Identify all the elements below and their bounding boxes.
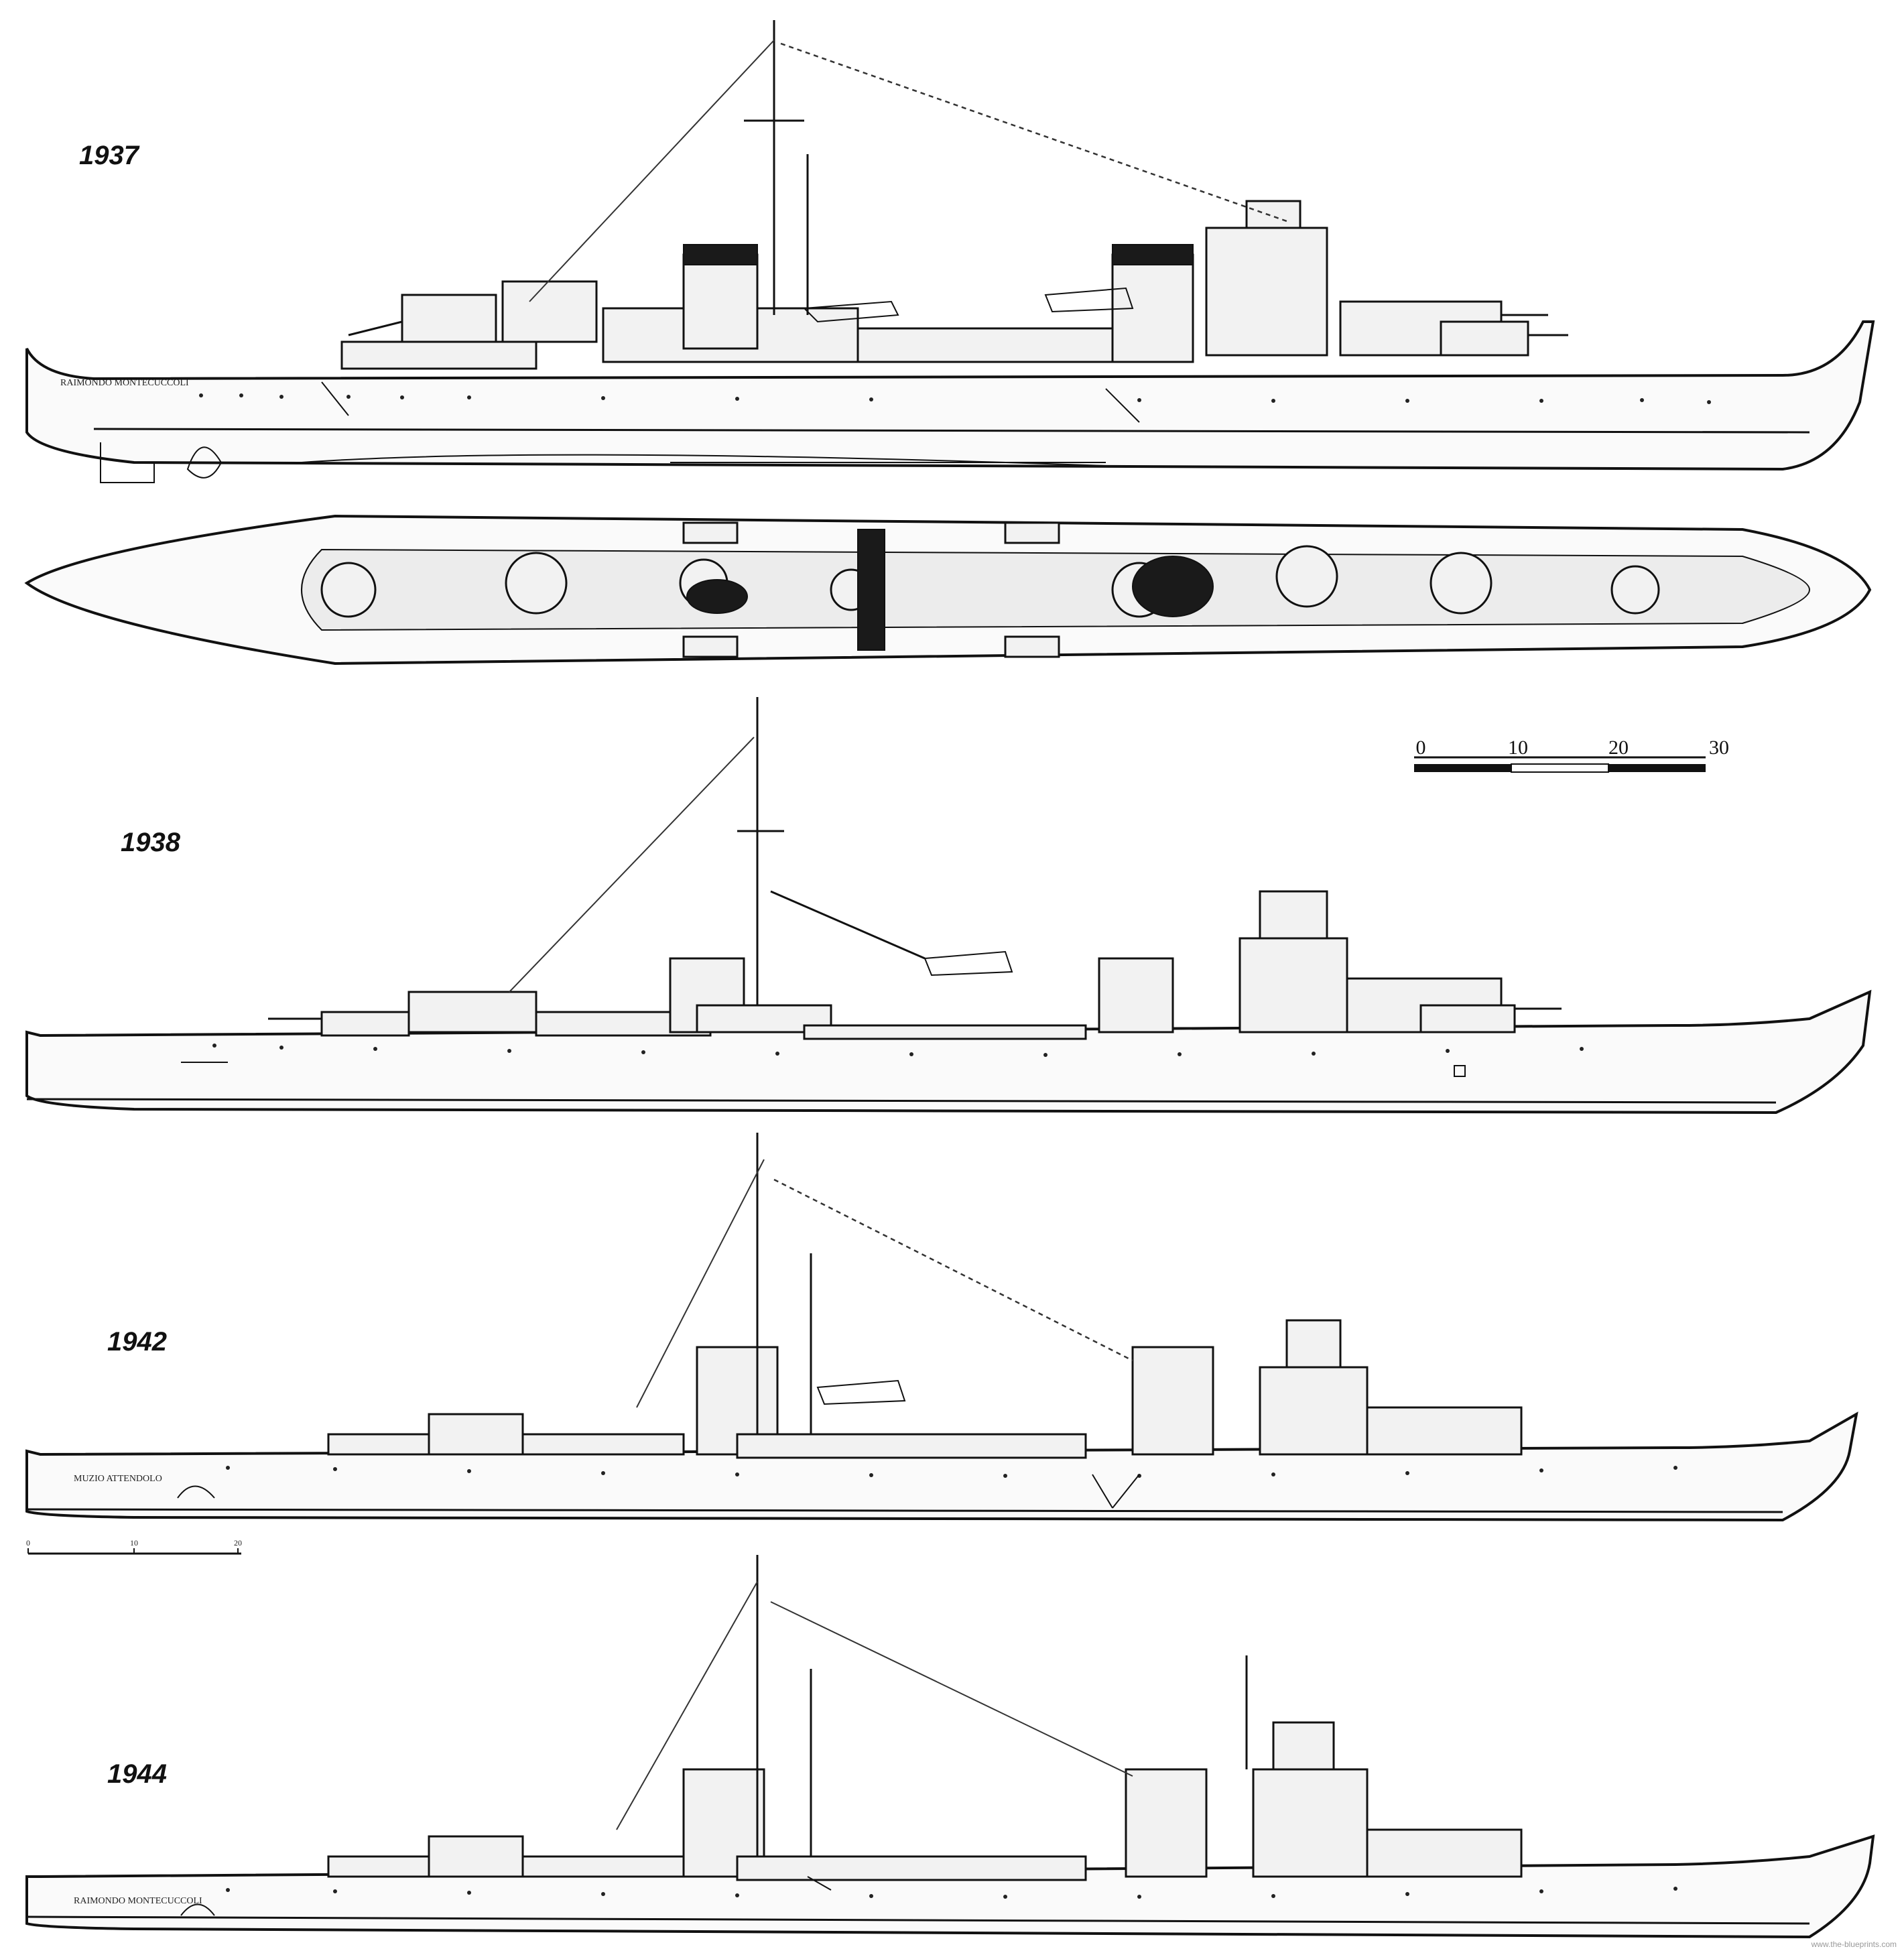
- plan-turret-4-1937: [320, 562, 377, 618]
- hull-name-1937: RAIMONDO MONTECUCCOLI: [60, 378, 189, 388]
- director-1938: [1259, 890, 1328, 940]
- turret-aft-superfiring-1944: [428, 1835, 524, 1878]
- aft-deckhouse-1942: [521, 1433, 685, 1456]
- plan-1937: [24, 514, 1872, 666]
- antenna-1937: [780, 42, 1287, 223]
- rudder-1937: [100, 442, 155, 483]
- waist-1944: [736, 1855, 1087, 1881]
- year-label-1937: 1937: [79, 141, 140, 170]
- hull-name-1944: RAIMONDO MONTECUCCOLI: [74, 1896, 202, 1906]
- turret-aft-superfiring-1938: [407, 991, 537, 1033]
- profile-1942: 1942 MUZIO ATTENDOLO: [25, 1133, 1858, 1522]
- seaplane-aft-1937: [802, 300, 899, 323]
- waterline-1944: [26, 1915, 1810, 1925]
- turret-fore-1938: [1419, 1004, 1516, 1033]
- profile-1937: 1937 RAIMONDO MONTECUCCOLI: [25, 20, 1875, 483]
- turret-aft-1938: [320, 1011, 410, 1037]
- turret-fore-1942: [1366, 1406, 1523, 1456]
- fore-funnel-1944: [1125, 1768, 1208, 1878]
- hull-name-1942: MUZIO ATTENDOLO: [74, 1474, 162, 1484]
- catapult-1938: [696, 1004, 832, 1033]
- waist-1942: [736, 1433, 1087, 1459]
- stay-aft-1937: [529, 40, 775, 302]
- fore-funnel-cap-1937: [1112, 244, 1194, 265]
- profile-1938: 1938: [25, 697, 1872, 1115]
- aft-funnel-cap-1937: [683, 244, 758, 265]
- antenna-1944: [770, 1601, 1133, 1777]
- scale-tick-10: 10: [1508, 737, 1528, 759]
- aft-turret-superfiring-1937: [501, 280, 598, 343]
- fore-funnel-1937: [1111, 253, 1194, 363]
- bridge-tower-1938: [1239, 937, 1348, 1033]
- waterline-1937: [93, 428, 1810, 434]
- director-1937: [1245, 200, 1302, 229]
- year-label-1944: 1944: [107, 1759, 167, 1789]
- fore-funnel-1942: [1131, 1346, 1214, 1456]
- year-label-1942: 1942: [107, 1327, 167, 1357]
- year-label-1938: 1938: [121, 828, 181, 857]
- stay-aft-1942: [636, 1159, 765, 1408]
- plan-turret-1-1937: [1610, 565, 1660, 615]
- waterline-1938: [26, 1098, 1777, 1104]
- bridge-tower-1944: [1252, 1768, 1369, 1878]
- director-1942: [1285, 1319, 1342, 1369]
- hull-1944: [25, 1834, 1875, 1939]
- stay-aft-1938: [509, 737, 755, 993]
- hull-1942: [25, 1411, 1858, 1522]
- profile-1944: 1944 RAIMONDO MONTECUCCOLI: [25, 1555, 1875, 1939]
- turret-fore-1944: [1366, 1828, 1523, 1878]
- small-scale-tick-10: 10: [130, 1538, 138, 1548]
- crane-1938: [770, 890, 926, 960]
- plan-deck-1937: [301, 548, 1811, 631]
- turret-aft-superfiring-1942: [428, 1413, 524, 1456]
- plan-fore-funnel-1937: [1132, 556, 1214, 617]
- plan-catapult-1937: [857, 529, 885, 651]
- bridge-tower-1942: [1259, 1366, 1369, 1456]
- director-1944: [1272, 1721, 1335, 1771]
- waterline-1942: [26, 1508, 1783, 1513]
- plan-boat-1937: [682, 521, 739, 544]
- plan-turret-3-1937: [505, 552, 568, 615]
- small-scale-tick-0: 0: [26, 1538, 30, 1548]
- aft-deckhouse-1944: [521, 1855, 685, 1878]
- plan-turret-2-1937: [1430, 552, 1493, 615]
- scale-tick-20: 20: [1608, 737, 1629, 759]
- bridge-tower-1937: [1205, 227, 1328, 357]
- portholes-1942: [226, 1466, 1677, 1478]
- aft-deckhouse-1937: [340, 340, 537, 370]
- propeller-1937: [186, 446, 223, 479]
- fore-funnel-1938: [1098, 957, 1174, 1033]
- seaplane-1938: [924, 950, 1013, 977]
- seaplane-1942: [816, 1379, 906, 1405]
- aft-funnel-1937: [682, 253, 759, 350]
- bilge-keel-1937: [301, 454, 1106, 466]
- hull-1938: [25, 989, 1872, 1115]
- small-scale-tick-20: 20: [234, 1538, 242, 1548]
- catapult-deck-1937: [856, 327, 1114, 363]
- portholes-1937: [199, 393, 1711, 404]
- portholes-1944: [226, 1887, 1677, 1899]
- scale-tick-30: 30: [1709, 737, 1729, 759]
- scale-tick-0: 0: [1416, 737, 1426, 759]
- plan-bridge-1937: [1275, 545, 1338, 608]
- portholes-1938: [212, 1044, 1584, 1057]
- watermark: www.the-blueprints.com: [1811, 1940, 1897, 1949]
- antenna-1942: [773, 1178, 1133, 1362]
- aft-turret-upper-1937: [401, 294, 497, 343]
- plan-aft-funnel-1937: [686, 579, 748, 614]
- scale-bar-main: 0 10 20 30: [1414, 737, 1729, 773]
- scale-bar-small: 0 10 20: [26, 1538, 242, 1555]
- fore-turret-1937: [1440, 320, 1529, 357]
- turret-aft-1944: [327, 1855, 430, 1878]
- seaplane-fore-1937: [1044, 287, 1134, 313]
- stay-aft-1944: [616, 1581, 758, 1830]
- turret-aft-1942: [327, 1433, 430, 1456]
